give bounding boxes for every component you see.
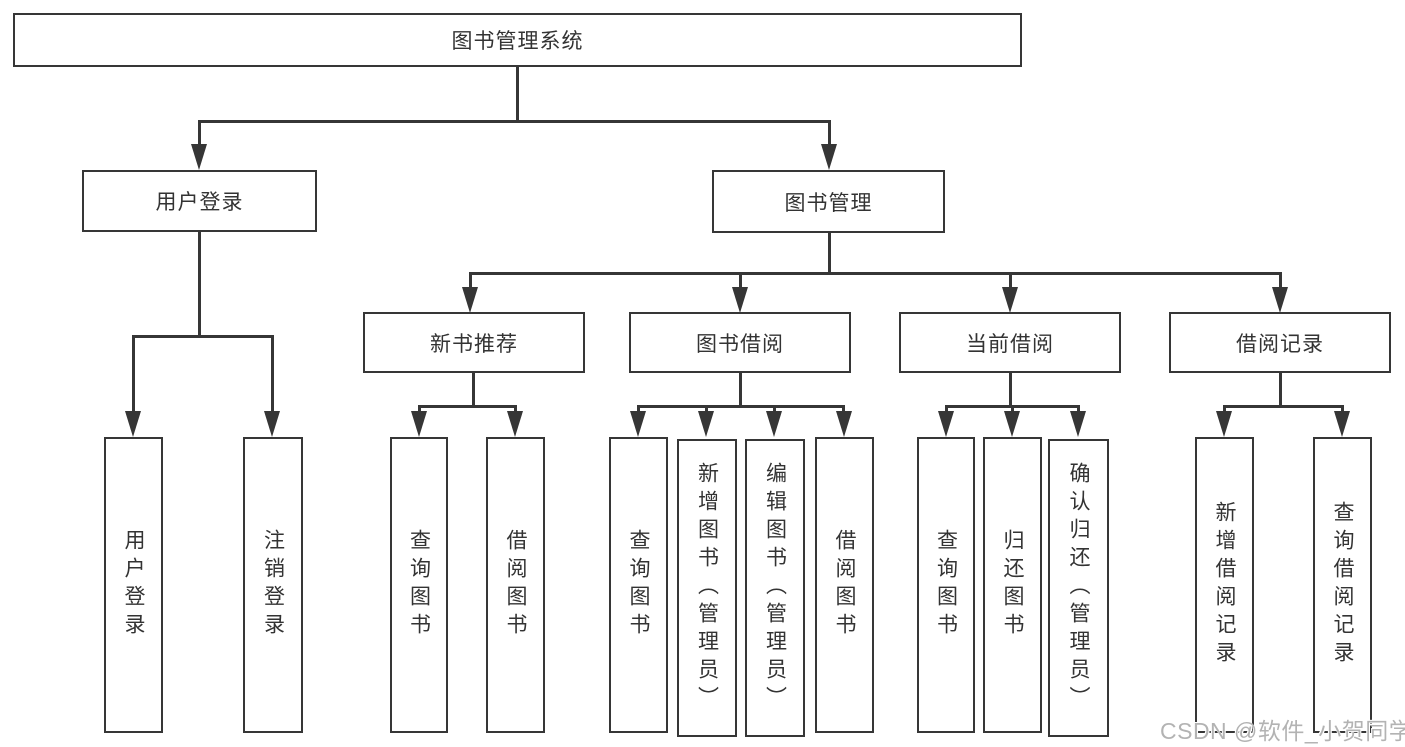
arrow-to-new-books: [462, 287, 478, 313]
connector-bookborrow-stem: [739, 373, 742, 407]
arrow-to-book-borrow: [732, 287, 748, 313]
connector-bookborrow-drop-1: [637, 405, 640, 413]
arrow-to-user-login: [191, 144, 207, 170]
connector-bookmgmt-drop-2: [739, 272, 742, 289]
connector-bookmgmt-drop-1: [469, 272, 472, 289]
arrow-to-book-management: [821, 144, 837, 170]
connector-userlogin-drop-2: [271, 335, 274, 413]
connector-root-left-drop: [198, 120, 201, 146]
arrow-to-bb-add: [698, 411, 714, 437]
connector-bookmgmt-drop-4: [1279, 272, 1282, 289]
connector-records-stem: [1279, 373, 1282, 407]
connector-currentborrow-drop-2: [1011, 405, 1014, 413]
connector-bookmgmt-stem: [828, 233, 831, 274]
arrow-to-br-query: [1334, 411, 1350, 437]
arrow-to-cb-return: [1004, 411, 1020, 437]
leaf-bb-query-books: 查询图书: [609, 437, 668, 733]
connector-root-bar: [198, 120, 831, 123]
node-borrowing-records: 借阅记录: [1169, 312, 1391, 373]
connector-newbooks-bar: [418, 405, 517, 408]
connector-records-drop-2: [1341, 405, 1344, 413]
arrow-to-bb-borrow: [836, 411, 852, 437]
leaf-cb-query-books: 查询图书: [917, 437, 975, 733]
connector-currentborrow-drop-1: [945, 405, 948, 413]
arrow-to-nb-borrow: [507, 411, 523, 437]
leaf-br-query-record: 查询借阅记录: [1313, 437, 1372, 733]
arrow-to-br-add: [1216, 411, 1232, 437]
leaf-user-login: 用户登录: [104, 437, 163, 733]
connector-userlogin-stem: [198, 232, 201, 337]
leaf-logout: 注销登录: [243, 437, 303, 733]
connector-newbooks-stem: [472, 373, 475, 407]
connector-root-right-drop: [828, 120, 831, 146]
connector-records-drop-1: [1223, 405, 1226, 413]
connector-root-stem: [516, 67, 519, 121]
connector-bookborrow-drop-4: [842, 405, 845, 413]
leaf-nb-query-books: 查询图书: [390, 437, 448, 733]
arrow-to-current-borrow: [1002, 287, 1018, 313]
leaf-bb-add-books-admin: 新增图书（管理员）: [677, 439, 737, 737]
connector-records-bar: [1223, 405, 1343, 408]
arrow-to-bb-edit: [766, 411, 782, 437]
arrow-to-leaf-user-login: [125, 411, 141, 437]
csdn-watermark: CSDN @软件_小贺同学: [1160, 718, 1405, 744]
leaf-cb-confirm-return-admin: 确认归还（管理员）: [1048, 439, 1109, 737]
connector-bookborrow-drop-2: [705, 405, 708, 413]
arrow-to-borrow-records: [1272, 287, 1288, 313]
leaf-bb-edit-books-admin: 编辑图书（管理员）: [745, 439, 805, 737]
connector-bookborrow-bar: [637, 405, 845, 408]
node-library-management-system: 图书管理系统: [13, 13, 1022, 67]
node-current-borrowing: 当前借阅: [899, 312, 1121, 373]
node-book-management: 图书管理: [712, 170, 945, 233]
leaf-cb-return-books: 归还图书: [983, 437, 1042, 733]
connector-currentborrow-drop-3: [1077, 405, 1080, 413]
connector-newbooks-drop-1: [418, 405, 421, 413]
arrow-to-cb-confirm: [1070, 411, 1086, 437]
leaf-bb-borrow-books: 借阅图书: [815, 437, 874, 733]
leaf-nb-borrow-books: 借阅图书: [486, 437, 545, 733]
arrow-to-bb-query: [630, 411, 646, 437]
connector-currentborrow-stem: [1009, 373, 1012, 407]
connector-newbooks-drop-2: [514, 405, 517, 413]
connector-bookmgmt-drop-3: [1009, 272, 1012, 289]
leaf-br-add-record: 新增借阅记录: [1195, 437, 1254, 733]
connector-bookborrow-drop-3: [773, 405, 776, 413]
arrow-to-nb-query: [411, 411, 427, 437]
connector-bookmgmt-bar: [469, 272, 1282, 275]
arrow-to-cb-query: [938, 411, 954, 437]
node-new-book-recommend: 新书推荐: [363, 312, 585, 373]
connector-userlogin-drop-1: [132, 335, 135, 413]
node-user-login: 用户登录: [82, 170, 317, 232]
node-book-borrowing: 图书借阅: [629, 312, 851, 373]
connector-userlogin-bar: [132, 335, 274, 338]
arrow-to-leaf-logout: [264, 411, 280, 437]
